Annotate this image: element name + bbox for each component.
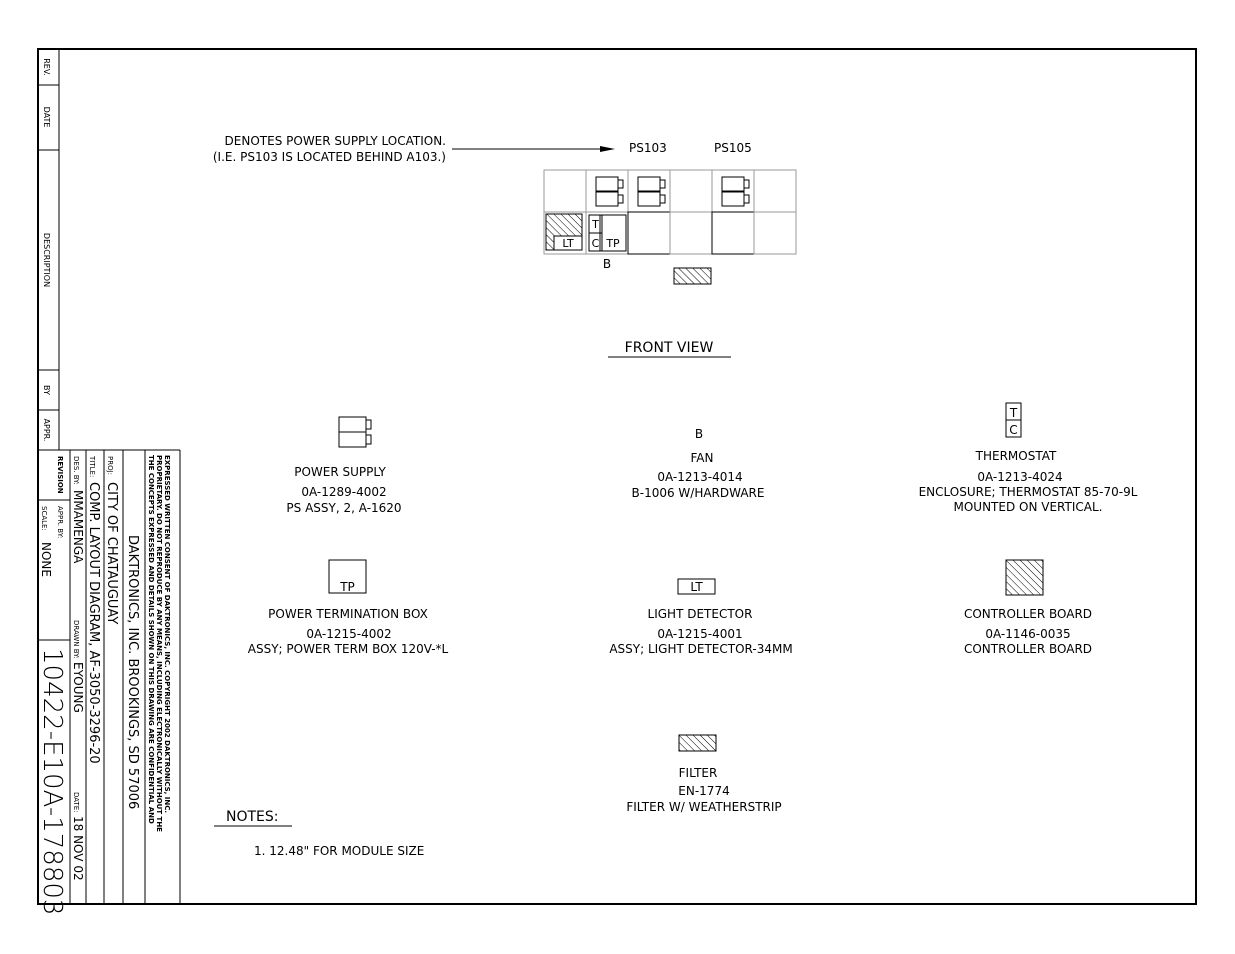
- proj-label: PROJ:: [106, 456, 114, 475]
- thermostat-desc: ENCLOSURE; THERMOSTAT 85-70-9L: [919, 485, 1138, 499]
- appr-header: APPR.: [42, 419, 51, 442]
- light-detector-part: 0A-1215-4001: [657, 627, 742, 641]
- drawing-border: [37, 48, 1197, 905]
- drafter-name: EYOUNG: [71, 662, 85, 713]
- fan-part: 0A-1213-4014: [657, 470, 742, 484]
- front-view-grid: LT T C TP B FRONT VIEW: [543, 169, 797, 358]
- power-supply-desc: PS ASSY, 2, A-1620: [286, 501, 401, 515]
- front-view-title: FRONT VIEW: [625, 340, 714, 356]
- fan-symbol: B: [695, 427, 703, 441]
- thermostat-title: THERMOSTAT: [975, 449, 1057, 463]
- controller-board-icon: [1005, 559, 1044, 596]
- controller-board-part: 0A-1146-0035: [985, 627, 1070, 641]
- designer-name: MMAMENGA: [71, 490, 85, 564]
- grid-lt-label: LT: [562, 237, 574, 250]
- power-supply-callout: DENOTES POWER SUPPLY LOCATION. (I.E. PS1…: [213, 134, 752, 164]
- power-supply-part: 0A-1289-4002: [301, 485, 386, 499]
- ps105-label: PS105: [714, 141, 752, 155]
- legend-fan: B FAN 0A-1213-4014 B-1006 W/HARDWARE: [632, 427, 765, 500]
- by-header: BY: [42, 385, 51, 395]
- grid-fan-label: B: [603, 257, 611, 271]
- company-name: DAKTRONICS, INC. BROOKINGS, SD 57006: [125, 535, 140, 809]
- fan-desc: B-1006 W/HARDWARE: [632, 486, 765, 500]
- ps103-label: PS103: [629, 141, 667, 155]
- confidential-line-1: THE CONCEPTS EXPRESSED AND DETAILS SHOWN…: [147, 455, 155, 824]
- grid-c-label: C: [592, 237, 600, 250]
- project-name: CITY OF CHATAUGUAY: [104, 482, 119, 624]
- title-block: THE CONCEPTS EXPRESSED AND DETAILS SHOWN…: [37, 449, 181, 915]
- title-label: TITLE:: [88, 455, 96, 477]
- grid-filter: [673, 267, 712, 285]
- controller-board-desc: CONTROLLER BOARD: [964, 642, 1092, 656]
- note-item-1: 1. 12.48" FOR MODULE SIZE: [254, 844, 424, 858]
- date-label: DATE:: [72, 792, 80, 813]
- power-termination-icon: [328, 559, 367, 594]
- grid-t-label: T: [591, 218, 599, 231]
- drawing-number: 10422-E10A-178803: [37, 648, 67, 915]
- confidential-line-3: EXPRESSED WRITTEN CONSENT OF DAKTRONICS,…: [163, 455, 171, 813]
- notes-heading: NOTES:: [226, 809, 279, 825]
- thermostat-note: MOUNTED ON VERTICAL.: [954, 500, 1103, 514]
- thermostat-symbol-bottom: C: [1009, 423, 1017, 437]
- appr-by-label: APPR. BY:: [56, 506, 64, 538]
- light-detector-desc: ASSY; LIGHT DETECTOR-34MM: [609, 642, 792, 656]
- thermostat-symbol-top: T: [1009, 406, 1018, 420]
- light-detector-title: LIGHT DETECTOR: [648, 607, 753, 621]
- grid-tp-label: TP: [605, 237, 620, 250]
- date-header: DATE: [42, 107, 51, 128]
- filter-desc: FILTER W/ WEATHERSTRIP: [626, 800, 781, 814]
- legend-power-supply: POWER SUPPLY 0A-1289-4002 PS ASSY, 2, A-…: [286, 416, 402, 515]
- drawn-by-label: DRAWN BY:: [72, 620, 80, 659]
- power-termination-title: POWER TERMINATION BOX: [268, 607, 428, 621]
- legend-thermostat: T C THERMOSTAT 0A-1213-4024 ENCLOSURE; T…: [919, 402, 1138, 514]
- power-supply-icon: [338, 416, 367, 433]
- rev-header: REV.: [42, 58, 51, 76]
- power-supply-title: POWER SUPPLY: [294, 465, 386, 479]
- scale-label: SCALE:: [40, 506, 48, 531]
- description-header: DESCRIPTION: [42, 233, 51, 287]
- grid-power-term-box: [599, 214, 627, 252]
- filter-part: EN-1774: [678, 784, 729, 798]
- power-termination-part: 0A-1215-4002: [306, 627, 391, 641]
- legend-light-detector: LT LIGHT DETECTOR 0A-1215-4001 ASSY; LIG…: [609, 578, 793, 656]
- grid-power-supply-1: [595, 176, 624, 207]
- legend-controller-board: CONTROLLER BOARD 0A-1146-0035 CONTROLLER…: [964, 559, 1092, 656]
- scale-value: NONE: [39, 542, 53, 577]
- revision-block: REV. DATE DESCRIPTION BY APPR.: [38, 49, 60, 451]
- drawing-title: COMP. LAYOUT DIAGRAM, AF-3050-3296-20: [86, 482, 101, 764]
- power-termination-desc: ASSY; POWER TERM BOX 120V-*L: [248, 642, 449, 656]
- fan-title: FAN: [691, 451, 714, 465]
- grid-power-supply-2: [637, 176, 666, 207]
- confidential-line-2: PROPRIETARY. DO NOT REPRODUCE BY ANY MEA…: [155, 455, 163, 832]
- thermostat-part: 0A-1213-4024: [977, 470, 1062, 484]
- controller-board-title: CONTROLLER BOARD: [964, 607, 1092, 621]
- light-detector-icon: [677, 578, 716, 595]
- notes: NOTES: 1. 12.48" FOR MODULE SIZE: [214, 809, 424, 858]
- filter-title: FILTER: [679, 766, 718, 780]
- des-by-label: DES. BY:: [72, 456, 80, 485]
- power-termination-symbol: TP: [339, 580, 355, 594]
- filter-icon: [678, 734, 717, 752]
- drawing-date: 18 NOV 02: [71, 816, 85, 881]
- callout-line-1: DENOTES POWER SUPPLY LOCATION.: [225, 134, 446, 148]
- light-detector-symbol: LT: [690, 580, 703, 594]
- revision-label: REVISION: [56, 456, 64, 494]
- legend-filter: FILTER EN-1774 FILTER W/ WEATHERSTRIP: [626, 734, 782, 814]
- callout-line-2: (I.E. PS103 IS LOCATED BEHIND A103.): [213, 150, 446, 164]
- legend-power-termination-box: TP POWER TERMINATION BOX 0A-1215-4002 AS…: [248, 559, 449, 656]
- callout-arrow-icon: [600, 146, 615, 152]
- grid-power-supply-3: [721, 176, 750, 207]
